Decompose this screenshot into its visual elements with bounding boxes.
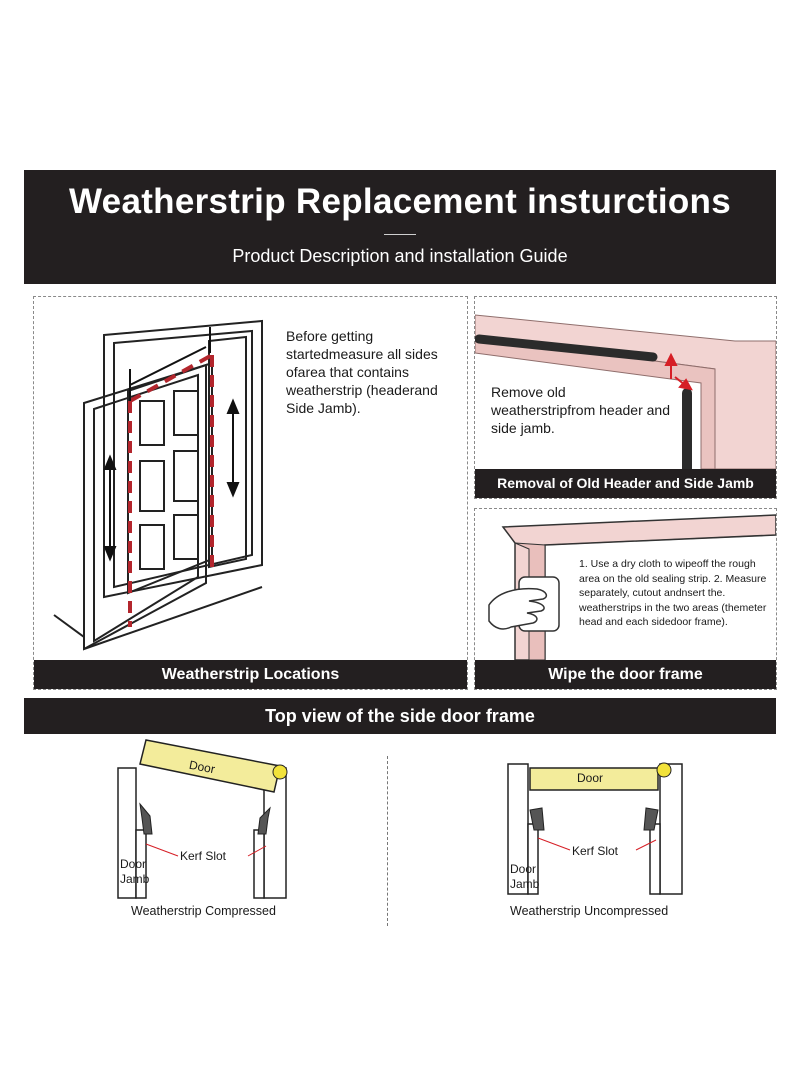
locations-label: Weatherstrip Locations [34, 660, 467, 689]
right-jamb-label-1: Door [510, 862, 537, 876]
locations-instructions: Before getting startedmeasure all sides … [286, 328, 438, 416]
section-divider [387, 756, 388, 926]
panel-weatherstrip-locations: Before getting startedmeasure all sides … [33, 296, 468, 690]
wipe-instructions: 1. Use a dry cloth to wipeoff the rough … [579, 558, 767, 628]
wipe-label: Wipe the door frame [475, 660, 776, 689]
panel-wipe-frame: 1. Use a dry cloth to wipeoff the rough … [474, 508, 777, 690]
removal-instructions: Remove old weatherstripfrom header and s… [491, 384, 670, 436]
panel-removal: Remove old weatherstripfrom header and s… [474, 296, 777, 499]
left-jamb-label-2: Jamb [120, 872, 150, 886]
header-banner: Weatherstrip Replacement insturctions Pr… [24, 170, 776, 284]
wipe-frame-illustration [488, 514, 776, 660]
right-door-label: Door [577, 771, 604, 785]
right-jamb-label-2: Jamb [510, 877, 540, 891]
compressed-diagram [117, 739, 288, 899]
title-divider [384, 234, 416, 235]
door-frame-illustration [53, 319, 263, 651]
page-subtitle: Product Description and installation Gui… [232, 246, 568, 266]
left-kerf-label: Kerf Slot [180, 849, 227, 863]
top-view-title: Top view of the side door frame [24, 698, 776, 734]
removal-label: Removal of Old Header and Side Jamb [475, 469, 776, 498]
left-jamb-label-1: Door [120, 857, 147, 871]
uncompressed-diagram [507, 762, 683, 895]
left-caption: Weatherstrip Compressed [131, 904, 276, 918]
right-kerf-label: Kerf Slot [572, 844, 619, 858]
page-title: Weatherstrip Replacement insturctions [68, 182, 731, 221]
right-caption: Weatherstrip Uncompressed [510, 904, 669, 918]
header-jamb-illustration [475, 314, 776, 469]
